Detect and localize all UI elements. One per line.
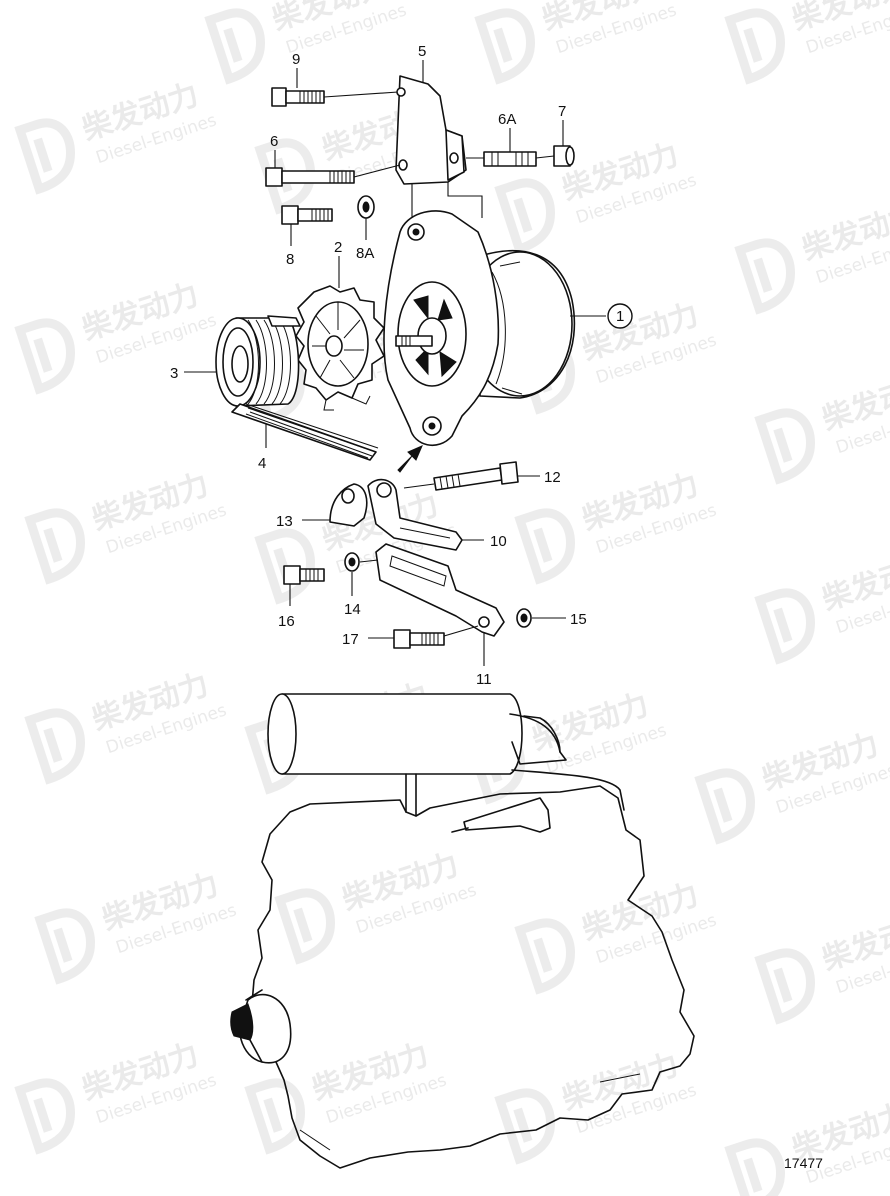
watermark-logo-icon xyxy=(514,508,575,585)
watermark-logo-icon xyxy=(14,118,75,195)
assembly-arrow xyxy=(397,445,423,473)
belt-4 xyxy=(231,403,379,461)
callout-7: 7 xyxy=(558,103,566,120)
watermark-logo-icon xyxy=(24,508,85,585)
watermark-logo-icon xyxy=(734,238,795,315)
watermark-logo-icon xyxy=(14,318,75,395)
clamp-13 xyxy=(302,483,368,527)
callout-16: 16 xyxy=(278,613,295,630)
tension-arm-10 xyxy=(367,478,484,551)
watermark-logo-icon xyxy=(754,948,815,1025)
callout-labels: 9 5 6 6A 7 8 8A 2 3 4 1 12 13 10 16 14 1… xyxy=(170,43,633,688)
watermark-logo-icon xyxy=(494,178,555,255)
watermark-logo-icon xyxy=(514,918,575,995)
washer-15 xyxy=(516,608,566,628)
watermark-logo-icon xyxy=(274,888,335,965)
callout-5: 5 xyxy=(418,43,426,60)
watermark-logo-icon xyxy=(34,908,95,985)
adjusting-plate-11 xyxy=(375,543,505,666)
bracket-5 xyxy=(395,75,467,185)
watermark-logo-icon xyxy=(24,708,85,785)
bolt-9 xyxy=(271,87,399,107)
bolt-17 xyxy=(368,625,479,649)
callout-9: 9 xyxy=(292,51,300,68)
watermark-logo-icon xyxy=(204,8,265,85)
watermark-logo-icon xyxy=(244,1078,305,1155)
engine-outline xyxy=(230,693,695,1169)
callout-10: 10 xyxy=(490,533,507,550)
callout-14: 14 xyxy=(344,601,361,618)
watermark-logo-icon xyxy=(754,408,815,485)
watermark-logo-icon xyxy=(494,1088,555,1165)
callout-8: 8 xyxy=(286,251,294,268)
washer-8a xyxy=(357,195,375,219)
watermark-logo-icon xyxy=(474,8,535,85)
watermark-logo-icon xyxy=(724,8,785,85)
bolt-8 xyxy=(281,205,333,225)
callout-4: 4 xyxy=(258,455,266,472)
callout-11: 11 xyxy=(476,671,492,688)
callout-15: 15 xyxy=(570,611,587,628)
watermark-logo-icon xyxy=(14,1078,75,1155)
bolt-16 xyxy=(283,565,325,606)
callout-8a: 8A xyxy=(356,245,374,262)
stud-6a xyxy=(466,151,537,167)
watermark-logo-icon xyxy=(754,588,815,665)
bolt-12 xyxy=(403,461,540,491)
callout-6: 6 xyxy=(270,133,278,150)
callout-17: 17 xyxy=(342,631,359,648)
callout-13: 13 xyxy=(276,513,293,530)
callout-3: 3 xyxy=(170,365,178,382)
drawing-number: 17477 xyxy=(784,1155,823,1171)
fan-2 xyxy=(295,285,385,411)
watermark-logo-icon xyxy=(694,768,755,845)
callout-1: 1 xyxy=(616,308,624,325)
washer-14 xyxy=(344,552,379,596)
nut-7 xyxy=(535,145,575,167)
callout-6a: 6A xyxy=(498,111,516,128)
callout-2: 2 xyxy=(334,239,342,256)
pulley-3 xyxy=(215,315,301,407)
watermark-logo-icon xyxy=(724,1138,785,1196)
alternator-1 xyxy=(383,210,606,446)
callout-12: 12 xyxy=(544,469,561,486)
bolt-6 xyxy=(265,164,401,187)
